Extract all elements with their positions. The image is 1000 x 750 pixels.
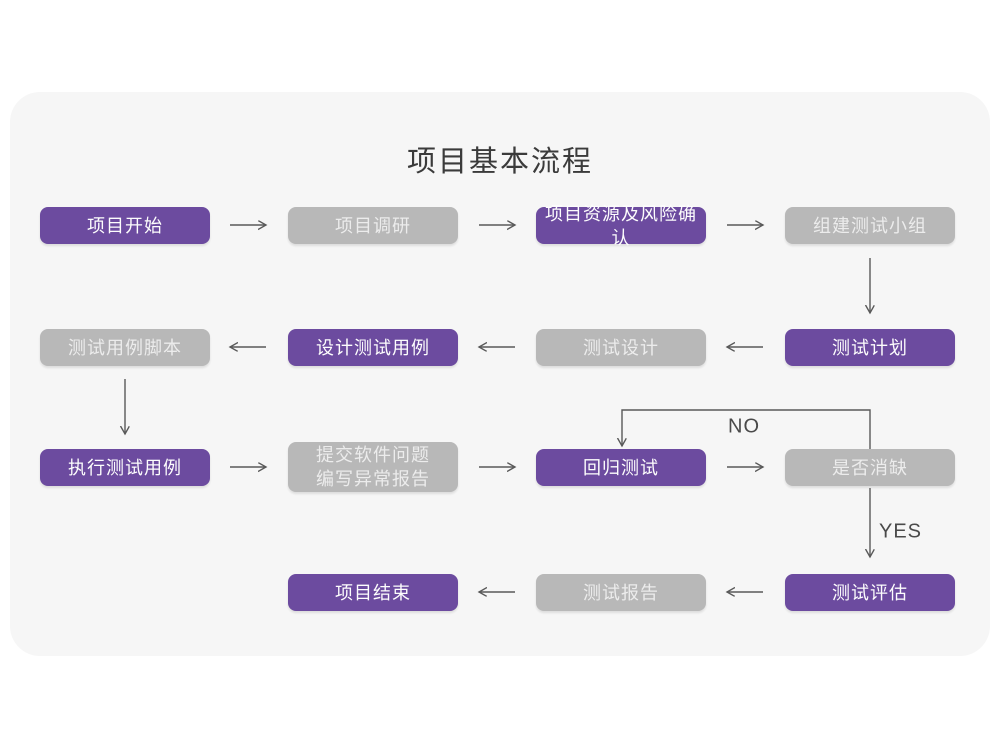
node-execute-test-case: 执行测试用例 (40, 449, 210, 486)
node-test-design: 测试设计 (536, 329, 706, 366)
node-submit-issue-line2: 编写异常报告 (316, 469, 430, 489)
node-design-test-case: 设计测试用例 (288, 329, 458, 366)
node-project-start: 项目开始 (40, 207, 210, 244)
flowchart-card (10, 92, 990, 656)
node-resource-risk-confirm: 项目资源及风险确认 (536, 204, 706, 248)
node-project-research: 项目调研 (288, 207, 458, 244)
node-defect-cleared-decision: 是否消缺 (785, 449, 955, 486)
branch-label-no: NO (728, 415, 760, 438)
page-title: 项目基本流程 (406, 146, 593, 178)
node-test-evaluate: 测试评估 (785, 574, 955, 611)
node-test-plan: 测试计划 (785, 329, 955, 366)
node-submit-issue-report: 提交软件问题 编写异常报告 (288, 442, 458, 492)
node-regression-test: 回归测试 (536, 449, 706, 486)
node-test-case-script: 测试用例脚本 (40, 329, 210, 366)
node-submit-issue-line1: 提交软件问题 (316, 445, 430, 465)
node-project-end: 项目结束 (288, 574, 458, 611)
branch-label-yes: YES (879, 520, 923, 543)
node-build-test-team: 组建测试小组 (785, 207, 955, 244)
node-test-report: 测试报告 (536, 574, 706, 611)
